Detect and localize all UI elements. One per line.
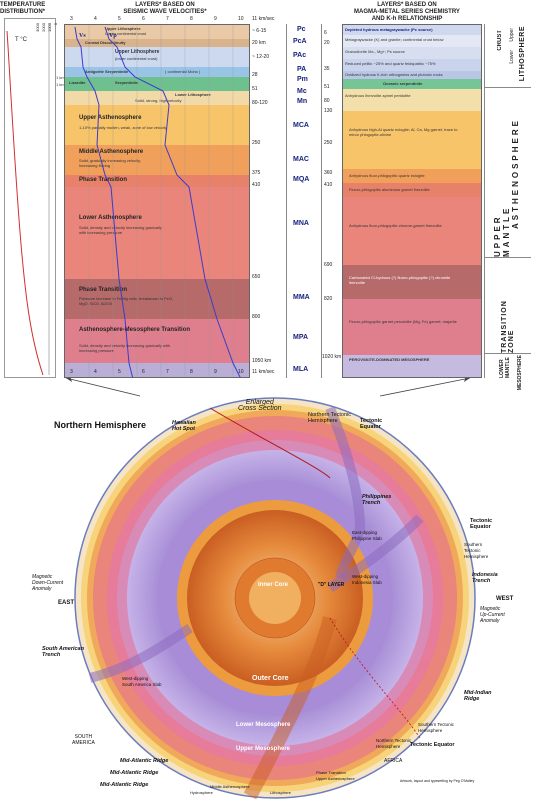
label-northern-hemisphere: Northern Hemisphere bbox=[54, 420, 147, 430]
temp-ticks-top: 3000 2000 1000 0 bbox=[35, 23, 58, 32]
label-southern-tectonic: Southern Tectonic Hemisphere bbox=[464, 542, 489, 559]
ring-label: Middle Asthenosphere bbox=[210, 784, 250, 789]
temp-column: T °C 3000 2000 1000 0 bbox=[4, 18, 58, 378]
asthenosphere-label: ASTHENOSPHERE bbox=[511, 118, 520, 230]
lower-label: Lower bbox=[509, 50, 515, 64]
crust-label: CRUST bbox=[497, 30, 503, 51]
ring-label: Lithosphere bbox=[270, 790, 291, 795]
seis-band bbox=[65, 363, 249, 377]
seis-band: Upper Lithosphere(lower continental crus… bbox=[65, 47, 249, 67]
label-south-american: South American Trench bbox=[42, 646, 84, 658]
label-indonesia: Indonesia Trench bbox=[472, 572, 498, 584]
seis-band: Phase Transition bbox=[65, 175, 249, 187]
globe-panel: Enlarged Cross Section Northern Hemisphe… bbox=[0, 378, 533, 800]
label-nt-bottom: Northern Tectonic Hemisphere bbox=[376, 738, 412, 749]
chem-band: PEROVSKITE-DOMINATED MESOSPHERE bbox=[343, 355, 481, 377]
temp-title: TEMPERATURE DISTRIBUTION* bbox=[0, 2, 46, 15]
label-lower-mesosphere: Lower Mesosphere bbox=[236, 722, 291, 728]
chem-band: Anhydrous high-Al quartz eclogite; Al, C… bbox=[343, 111, 481, 169]
lithosphere-box: LITHOSPHERE CRUST Upper Lower bbox=[485, 24, 531, 88]
seis-title: LAYERS* BASED ON SEISMIC WAVE VELOCITIES… bbox=[123, 2, 207, 15]
chem-band: Oxidized hydrous K-rich orthogneiss and … bbox=[343, 71, 481, 79]
label-philippines: Philippines Trench bbox=[362, 494, 392, 506]
label-d-layer: "D" LAYER bbox=[318, 582, 345, 588]
label-east: EAST bbox=[58, 600, 75, 606]
label-west: WEST bbox=[496, 596, 514, 602]
label-hawaiian: Hawaiian Hot Spot bbox=[172, 420, 196, 432]
chem-title: LAYERS* BASED ON MAGMA-METAL SERIES CHEM… bbox=[354, 2, 460, 22]
side-label-column: LITHOSPHERE CRUST Upper Lower ASTHENOSPH… bbox=[484, 24, 531, 390]
vel-axis-top: 3 4 5 6 7 8 9 10 11 km/sec bbox=[70, 16, 275, 22]
transition-zone-label: TRANSITION ZONE bbox=[501, 300, 515, 353]
chem-band: Fluoro-phlogopitic aluminous garnet lher… bbox=[343, 183, 481, 197]
ring-label: Hydrosphere bbox=[190, 790, 213, 795]
label-nt-hemisphere: Northern Tectonic Hemisphere bbox=[308, 412, 352, 424]
chem-band: Fluoro-phlogopitic garnet peroxidite (Mg… bbox=[343, 299, 481, 355]
chem-band: Anhydrous fluor-phlogopitic chrome-garne… bbox=[343, 197, 481, 265]
label-mar-2: Mid-Atlantic Ridge bbox=[110, 770, 159, 776]
temp-curve bbox=[6, 23, 50, 376]
upper-mantle-label: UPPER MANTLE bbox=[493, 205, 511, 257]
ring-label: Phase Transition bbox=[316, 770, 346, 775]
label-enlarged: Enlarged Cross Section bbox=[238, 399, 282, 412]
label-south-america: SOUTH AMERICA bbox=[72, 734, 95, 746]
mesosphere-box: MESOSPHERE LOWER MANTLE bbox=[485, 354, 531, 390]
km-marker: 1 km bbox=[56, 75, 65, 80]
svg-text:Vp: Vp bbox=[109, 33, 117, 39]
asthenosphere-box: ASTHENOSPHERE UPPER MANTLE bbox=[485, 88, 531, 258]
chem-band: Anhydrous fluor-phlogopitic quartz eclog… bbox=[343, 169, 481, 183]
vel-axis-bottom: 3 4 5 6 7 8 9 10 11 km/sec bbox=[70, 369, 275, 375]
temp-unit: T °C bbox=[15, 37, 27, 43]
chem-band: Metagraywacke (K) and granite; continent… bbox=[343, 35, 481, 47]
chem-band: Carbonated Cl-hydrous (?) fluoro-phlogop… bbox=[343, 265, 481, 299]
chem-band: Oceanic serpentinite bbox=[343, 79, 481, 89]
chem-band: Anhydrous lherzolite-spinel peridotite bbox=[343, 89, 481, 111]
label-tectonic-equator-top: Tectonic Equator bbox=[360, 418, 383, 430]
label-east-dipping: East-dipping Philippine Slab bbox=[352, 530, 382, 541]
velocity-curves: Vs Vp bbox=[74, 25, 241, 377]
chem-band: Reduced pelitic ~25% and quartz feldspat… bbox=[343, 59, 481, 71]
label-mar-1: Mid-Atlantic Ridge bbox=[120, 758, 169, 764]
label-credit: Artwork, layout and typesetting by Peg O… bbox=[400, 779, 475, 783]
depth-column: ~ 6-15 20 km ~ 12-20 28 51 80-120 250 37… bbox=[252, 28, 272, 364]
svg-text:Vs: Vs bbox=[79, 33, 86, 39]
label-mid-indian: Mid-Indian Ridge bbox=[464, 690, 492, 702]
label-upper-mesosphere: Upper Mesosphere bbox=[236, 746, 291, 752]
label-west-dipping-sa: West-dipping South America Slab bbox=[122, 676, 162, 687]
km-marker: 1 km bbox=[56, 82, 65, 87]
ring-label: Upper Asthenosphere bbox=[316, 776, 355, 781]
lower-mantle-label: LOWER MANTLE bbox=[499, 357, 511, 378]
label-tectonic-equator-bottom: Tectonic Equator bbox=[410, 742, 455, 748]
label-inner-core: Inner Core bbox=[258, 582, 289, 588]
label-magnetic-down: Magnetic Down-Current Anomaly bbox=[32, 574, 64, 592]
label-africa: AFRICA bbox=[384, 758, 403, 764]
transition-box: TRANSITION ZONE bbox=[485, 258, 531, 354]
chem-band: Granodiorite Mx-, Mg+; Ps source bbox=[343, 47, 481, 59]
symbol-column: Pc PcA PAc PA Pm Mc Mn MCA MAC MQA MNA M… bbox=[286, 24, 322, 378]
seis-band: Antigorite Serpentinite( continental Moh… bbox=[65, 67, 249, 77]
top-panel: TEMPERATURE DISTRIBUTION* T °C 3000 2000… bbox=[0, 0, 533, 390]
chem-band: Depleted hydrous metagraywacke (Pc sourc… bbox=[343, 25, 481, 35]
upper-label: Upper bbox=[509, 28, 515, 42]
label-magnetic-up: Magnetic Up-Current Anomaly bbox=[480, 606, 505, 624]
seis-band: Conrad Discontinuity bbox=[65, 39, 249, 47]
label-outer-core: Outer Core bbox=[252, 675, 289, 682]
label-southern-tectonic-bottom: Southern Tectonic Hemisphere bbox=[418, 722, 454, 733]
lithosphere-label: LITHOSPHERE bbox=[519, 26, 526, 82]
globe-svg bbox=[65, 378, 476, 800]
label-west-dipping-indo: West-dipping Indonesia Slab bbox=[352, 574, 382, 585]
label-mar-3: Mid-Atlantic Ridge bbox=[100, 782, 149, 788]
chem-depth-column: 6 20 35 51 80 130 250 360 410 690 820 10… bbox=[322, 30, 342, 360]
chem-column: Depleted hydrous metagraywacke (Pc sourc… bbox=[342, 24, 482, 378]
label-tectonic-equator-right: Tectonic Equator bbox=[470, 518, 493, 530]
